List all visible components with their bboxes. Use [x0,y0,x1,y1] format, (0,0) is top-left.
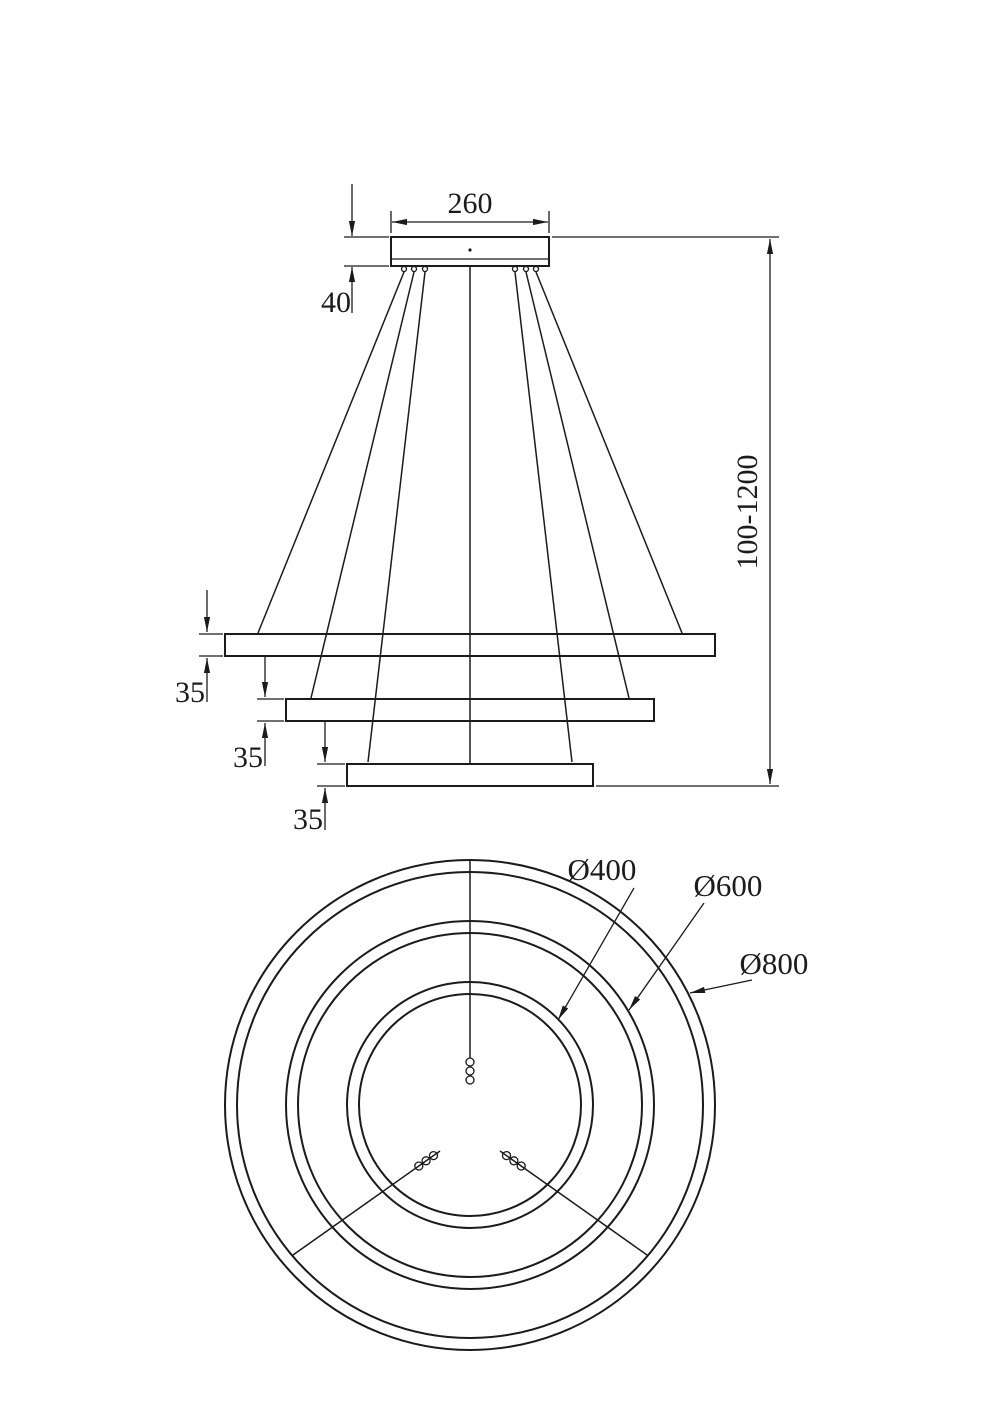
dim-label-260: 260 [448,187,493,220]
cable-link [428,1150,439,1161]
cable-hook [511,265,519,273]
cable-link [516,1161,526,1171]
dimension-canopy-height: 40 [321,184,389,319]
cable-right-outer [535,271,683,634]
cable-link [465,1066,475,1076]
dia-label-400: Ø400 [568,852,637,887]
suspension-cables [257,265,683,763]
ring-large-profile [224,633,716,657]
ring-small-profile [346,763,594,787]
ring-medium-profile [285,698,655,722]
cable-link [465,1075,475,1085]
dim-label-35-large: 35 [175,676,205,709]
callout-dia-400: Ø400 [557,852,637,1021]
cable-hook [410,265,418,273]
ring-large-outer-edge [224,859,716,1351]
dia-label-600: Ø600 [694,868,763,903]
dimension-ring-large-thickness: 35 [175,590,223,709]
cable-link [421,1156,431,1166]
cable-link [509,1156,519,1166]
cable-hook [522,265,530,273]
elevation-view: 260 40 [175,184,779,836]
cable-right-middle [525,271,630,699]
cable-hook [532,265,540,273]
dimension-canopy-width: 260 [390,187,550,233]
callout-dia-800: Ø800 [689,946,809,994]
cable-right-inner [514,271,573,763]
canopy-center-mark [468,248,472,252]
dim-label-35-small: 35 [293,803,323,836]
plan-view: Ø400 Ø600 Ø800 [224,852,809,1351]
ring-profiles [224,633,716,787]
dimension-drop-height: 100-1200 [552,236,779,787]
dimension-ring-medium-thickness: 35 [233,657,284,774]
dim-label-35-medium: 35 [233,741,263,774]
cable-hook [421,265,429,273]
callout-dia-600: Ø600 [628,868,763,1011]
dim-label-drop-range: 100-1200 [731,455,764,570]
dim-label-40: 40 [321,286,351,319]
ceiling-canopy [390,236,550,267]
cable-link [414,1161,424,1171]
leader-line [689,979,753,994]
dia-label-800: Ø800 [740,946,809,981]
cable-link [501,1150,512,1161]
dimension-ring-small-thickness: 35 [293,722,345,836]
cable-link [465,1057,475,1067]
leader-line [628,902,705,1011]
cable-left-outer [257,271,405,634]
cable-left-inner [367,271,426,763]
cable-hook [400,265,408,273]
leader-line [557,887,635,1021]
cable-left-middle [310,271,415,699]
plan-cables [292,861,648,1256]
